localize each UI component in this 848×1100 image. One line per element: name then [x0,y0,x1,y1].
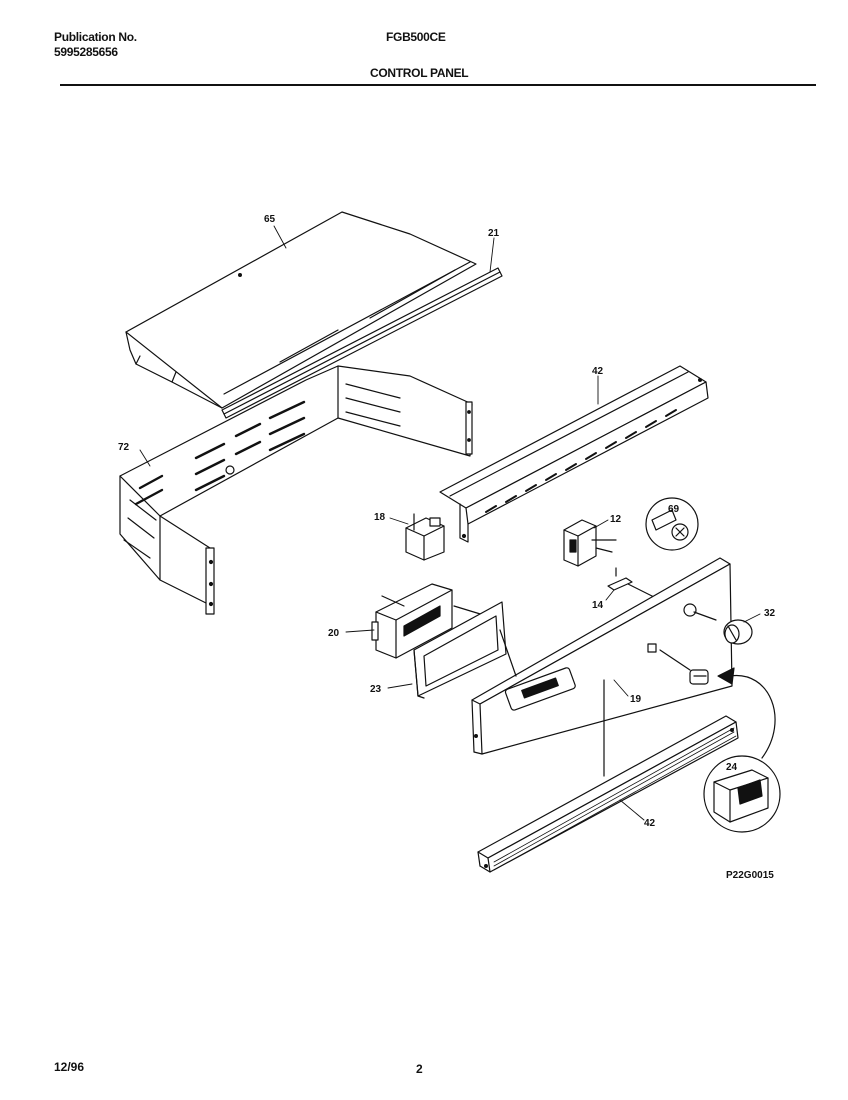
callout-leaders [139,225,761,821]
section-title: CONTROL PANEL [370,66,469,80]
publication-number: 5995285656 [54,45,118,59]
callout-32: 32 [764,608,776,619]
callout-23: 23 [370,684,382,695]
callout-21: 21 [488,228,500,239]
part-switch-head [659,649,709,685]
part-19-panel-face [471,557,733,777]
callout-labels: 65 21 72 42 18 12 69 14 32 20 23 19 24 4… [118,214,776,881]
callout-20: 20 [328,628,340,639]
part-14-clip [607,567,657,599]
part-65-top-cover [125,211,477,409]
model-number: FGB500CE [386,30,446,44]
part-21-trim-strip [221,267,503,419]
callout-12: 12 [610,514,622,525]
part-72-bracket [119,365,473,615]
figure-code: P22G0015 [726,870,774,881]
callout-65: 65 [264,214,276,225]
header-rule [60,84,816,86]
part-42-top-channel [439,365,709,543]
callout-72: 72 [118,442,130,453]
publication-label: Publication No. [54,30,137,44]
callout-19: 19 [630,694,642,705]
part-18-module [405,513,445,561]
part-12-switch-block [563,519,617,567]
part-23-lens-frame [413,601,517,699]
part-69-screw-detail [645,497,699,551]
callout-14: 14 [592,600,604,611]
callout-24: 24 [726,762,738,773]
page-number: 2 [416,1062,423,1076]
part-42-bottom-strip [477,715,739,873]
callout-42-bottom: 42 [644,818,656,829]
callout-18: 18 [374,512,386,523]
part-32-knob [693,611,753,645]
callout-69: 69 [668,504,680,515]
part-24-switch-detail [703,667,781,833]
part-20-timer [371,583,501,659]
publication-date: 12/96 [54,1060,85,1074]
callout-42-top: 42 [592,366,604,377]
